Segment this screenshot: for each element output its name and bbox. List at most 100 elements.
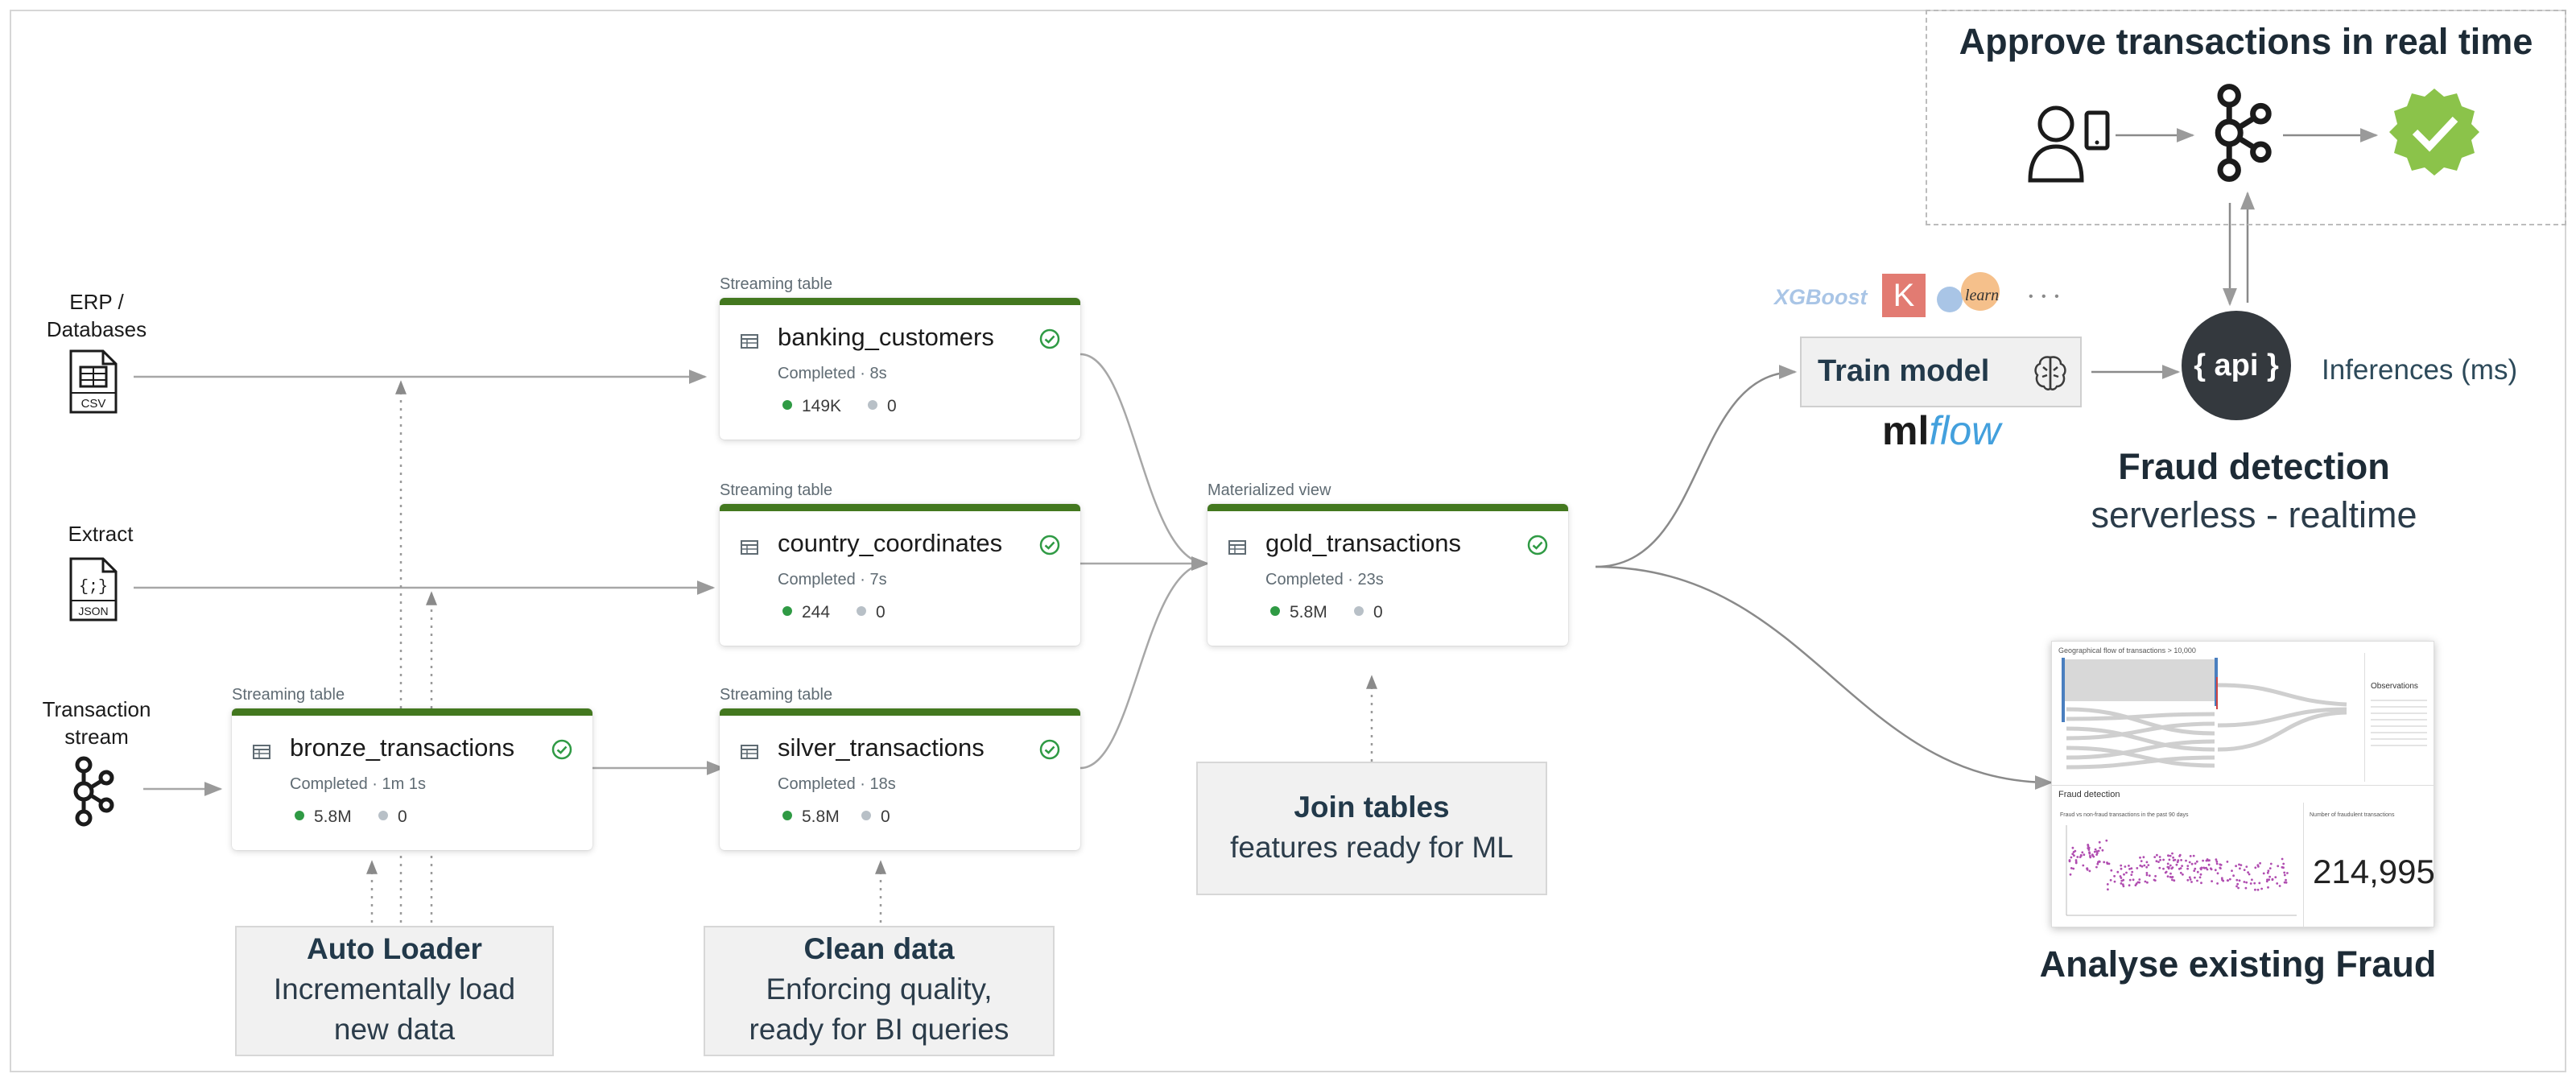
table-name: bronze_transactions [290,733,515,762]
scatter-point [2260,887,2263,890]
scatter-point [2266,878,2268,882]
scatter-point [2138,878,2141,881]
scatter-point [2169,864,2172,867]
api-endpoint[interactable]: { api } [2182,311,2291,420]
table-type-label: Streaming table [720,275,833,293]
scatter-point [2171,852,2174,855]
table-card-banking-customers[interactable]: banking_customers Completed · 8s 149K 0 [720,298,1080,440]
table-card-silver-transactions[interactable]: silver_transactions Completed · 18s 5.8M… [720,708,1080,850]
scatter-point [2171,876,2174,878]
scatter-point [2122,885,2125,888]
scatter-point [2168,858,2171,861]
scatter-point [2267,869,2270,873]
scatter-point [2171,878,2174,882]
table-card-bronze-transactions[interactable]: bronze_transactions Completed · 1m 1s 5.… [232,708,592,850]
scatter-point [2189,855,2192,857]
clean-data-callout: Clean data Enforcing quality, ready for … [704,926,1055,1056]
xgboost-logo: XGBoost [1774,285,1868,309]
keras-logo: K [1882,274,1926,317]
scatter-point [2086,867,2088,870]
divider [2052,785,2434,786]
scatter-point [2073,854,2075,857]
scatter-point [2220,877,2223,880]
scatter-point [2140,860,2143,862]
scatter-point [2091,854,2095,857]
scatter-point [2167,867,2170,870]
scatter-point [2235,878,2239,882]
scatter-point [2098,840,2101,844]
table-status: Completed · 18s [778,775,896,793]
scatter-point [2202,859,2204,862]
rows-written-metric: 5.8M [295,807,352,827]
scatter-point [2186,878,2190,882]
scatter-point [2139,864,2142,867]
table-name: gold_transactions [1265,529,1461,557]
callout-title: Clean data [803,932,955,965]
rows-written-metric: 149K [782,397,841,416]
scatter-point [2145,873,2149,877]
scatter-point [2070,867,2073,869]
scatter-point [2071,846,2074,849]
scatter-point [2096,862,2099,865]
scatter-point [2205,859,2208,862]
dashboard-section-title: Fraud detection [2058,790,2120,799]
scatter-point [2094,848,2097,851]
scatter-point [2185,859,2187,862]
fraud-dashboard-thumbnail[interactable]: Geographical flow of transactions > 10,0… [2051,641,2434,927]
check-circle-icon [551,739,572,760]
scatter-point [2215,860,2219,863]
callout-line: Enforcing quality, [766,973,993,1006]
scatter-point [2190,881,2193,883]
scatter-point [2173,879,2176,882]
table-icon [253,745,270,759]
scatter-point [2107,888,2109,891]
scatter-point [2271,878,2274,882]
divider [2364,653,2365,782]
scatter-point [2186,867,2189,870]
scatter-point [2162,867,2165,870]
sklearn-logo: learn [1937,272,2000,312]
scatter-point [2083,853,2086,857]
table-name: country_coordinates [778,529,1003,557]
table-card-gold-transactions[interactable]: gold_transactions Completed · 23s 5.8M 0 [1208,504,1568,646]
scatter-point [2176,861,2179,864]
grey-dot-icon [1354,606,1364,617]
rows-dropped-metric: 0 [857,603,886,622]
scatter-point [2120,867,2123,870]
scatter-point [2266,871,2269,874]
json-file-icon: {;} JSON [69,557,118,622]
erp-label: ERP / Databases [46,290,147,341]
scatter-point [2130,873,2133,876]
scatter-point [2103,861,2106,864]
kafka-icon [2215,84,2272,182]
scatter-point [2164,871,2167,874]
scatter-point [2071,853,2074,856]
scatter-point [2256,864,2260,867]
scatter-point [2200,882,2202,885]
scatter-point [2254,888,2256,891]
table-card-country-coordinates[interactable]: country_coordinates Completed · 7s 244 0 [720,504,1080,646]
scatter-point [2243,881,2246,883]
scatter-point [2268,867,2272,869]
scatter-point [2259,861,2261,865]
scatter-point [2206,868,2209,871]
kpi-label: Number of fraudulent transactions [2310,812,2395,818]
rows-written-metric: 244 [782,603,830,622]
table-type-label: Materialized view [1208,481,1331,499]
rows-dropped-metric: 0 [378,807,407,827]
scatter-point [2167,854,2170,857]
train-model-box[interactable]: Train model [1800,337,2082,407]
grey-dot-icon [868,400,877,411]
scatter-point [2199,868,2202,871]
scatter-point [2188,861,2191,864]
scatter-point [2285,881,2288,884]
scatter-point [2253,882,2256,885]
autoloader-callout: Auto Loader Incrementally load new data [235,926,554,1056]
scatter-point [2236,882,2240,886]
scatter-point [2140,865,2144,868]
scatter-point [2244,886,2248,890]
scatter-point [2121,883,2124,886]
table-type-label: Streaming table [720,481,833,499]
scatter-point [2169,876,2172,878]
sankey-chart [2062,658,2347,770]
